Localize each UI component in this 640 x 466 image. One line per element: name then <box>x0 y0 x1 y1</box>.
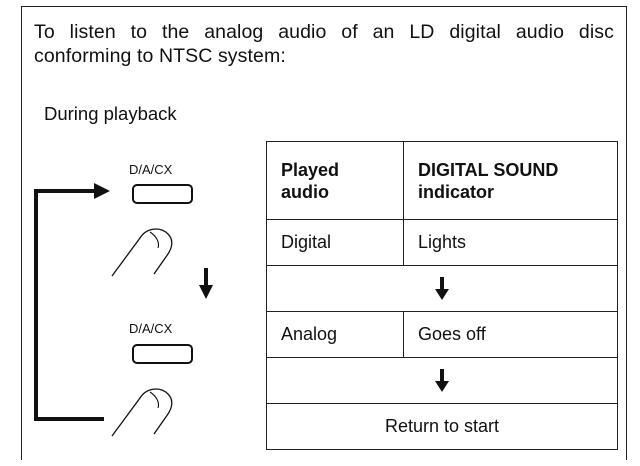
table-header-row: Played audio DIGITAL SOUND indicator <box>266 141 618 220</box>
audio-indicator-table: Played audio DIGITAL SOUND indicator Dig… <box>266 141 618 450</box>
down-arrow-icon <box>199 268 213 299</box>
cell-audio-analog: Analog <box>266 311 404 358</box>
content-frame <box>21 6 627 460</box>
loop-line-top <box>34 189 98 193</box>
cell-indicator-goes-off: Goes off <box>403 311 618 358</box>
d-a-cx-button-1[interactable] <box>132 184 193 204</box>
during-playback-label: During playback <box>44 103 177 124</box>
intro-text: To listen to the analog audio of an LD d… <box>34 21 614 67</box>
arrow-cell <box>266 265 618 312</box>
table-row: Analog Goes off <box>266 311 618 358</box>
right-arrow-icon <box>94 183 110 199</box>
table-arrow-row <box>266 357 618 404</box>
finger-press-icon <box>111 388 173 437</box>
finger-press-icon <box>111 228 173 277</box>
down-arrow-icon <box>435 276 449 300</box>
table-row: Digital Lights <box>266 219 618 266</box>
d-a-cx-button-2[interactable] <box>132 344 193 364</box>
arrow-cell <box>266 357 618 404</box>
header-played-audio: Played audio <box>266 141 404 220</box>
down-arrow-icon <box>435 368 449 392</box>
loop-line-bottom <box>34 417 104 421</box>
cell-indicator-lights: Lights <box>403 219 618 266</box>
loop-line-left <box>34 189 38 421</box>
table-arrow-row <box>266 265 618 312</box>
button-label-1: D/A/CX <box>129 162 173 177</box>
header-digital-sound-indicator: DIGITAL SOUND indicator <box>403 141 618 220</box>
table-final-row: Return to start <box>266 403 618 450</box>
cell-return-to-start: Return to start <box>266 403 618 450</box>
cell-audio-digital: Digital <box>266 219 404 266</box>
button-label-2: D/A/CX <box>129 321 173 336</box>
